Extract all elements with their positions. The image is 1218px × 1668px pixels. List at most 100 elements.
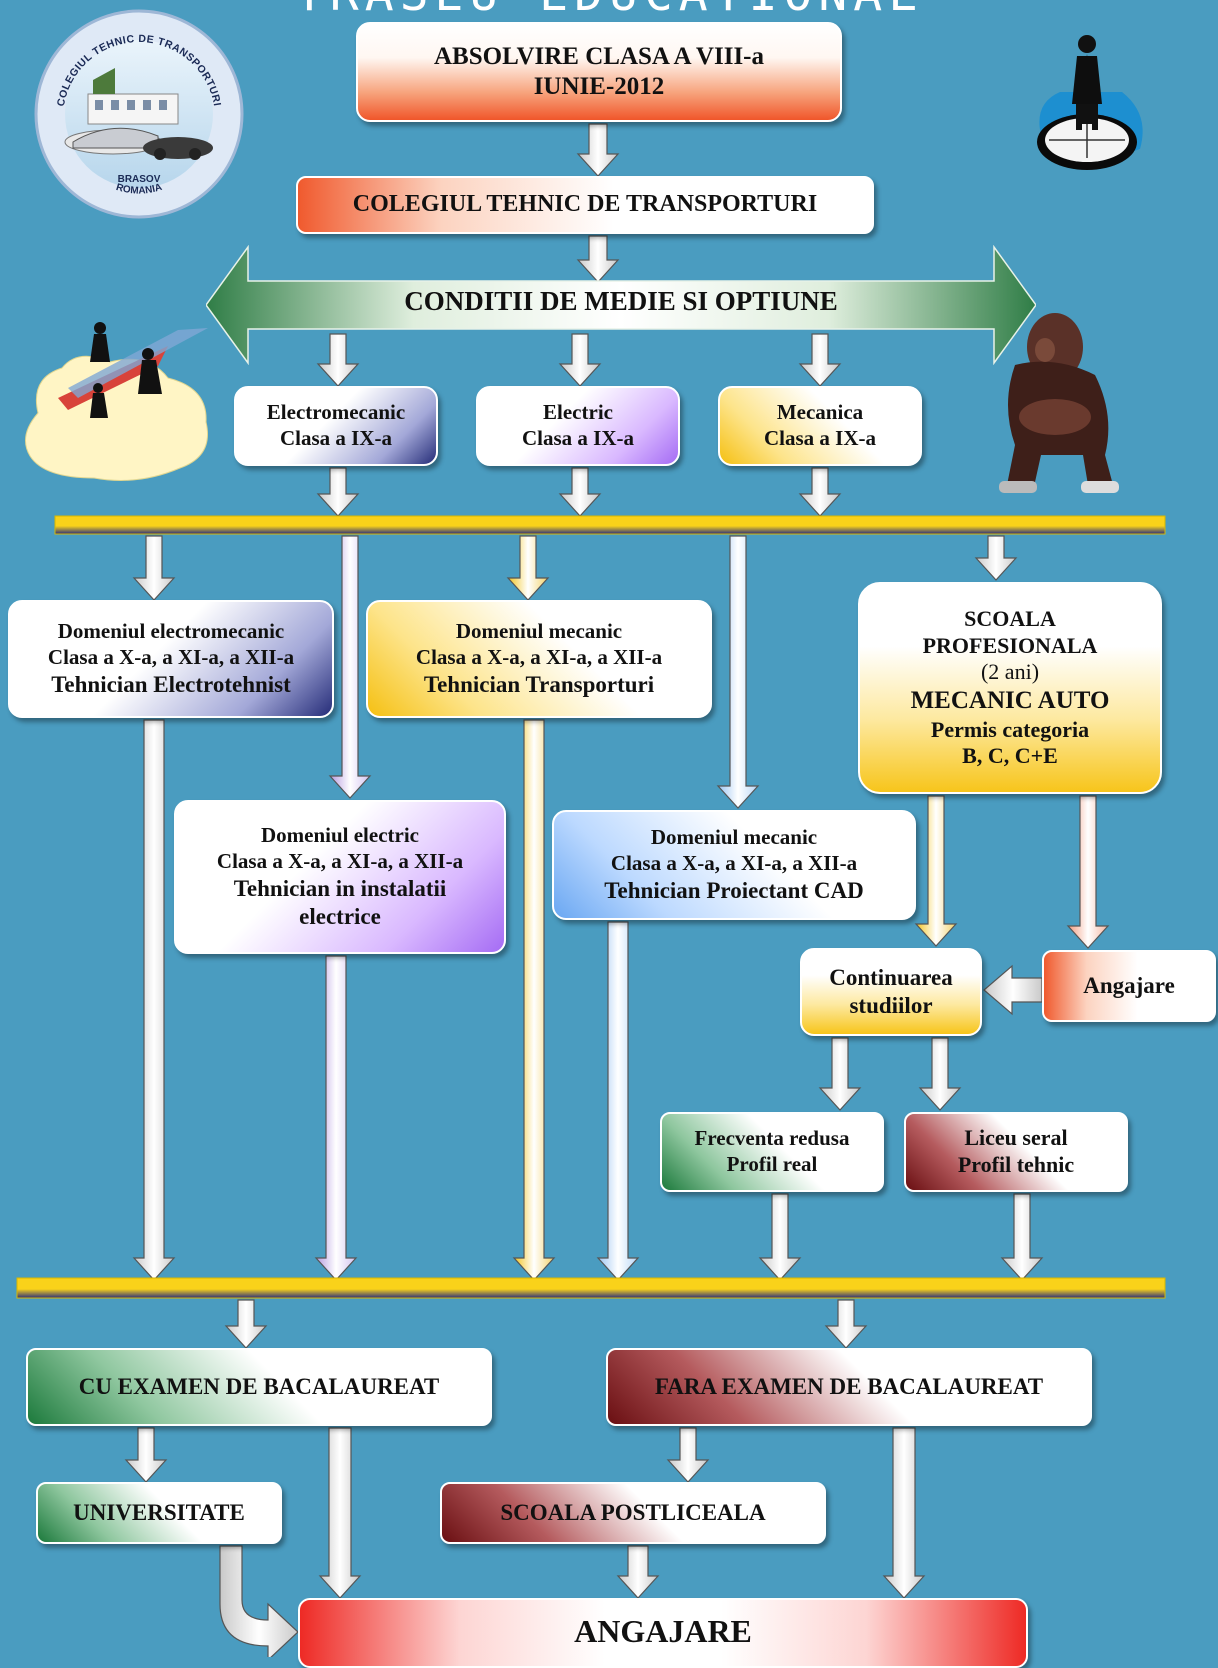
grade9-electromecanic-box: Electromecanic Clasa a IX-a [234,386,438,466]
grade9-electric-line2: Clasa a IX-a [521,426,634,450]
domain-mecanic-cad-line2: Clasa a X-a, a XI-a, a XII-a [610,850,858,875]
arrow-to-domain-mecanic-cad [716,535,760,809]
reduced-line2: Profil real [726,1152,818,1176]
arrow-continuation-to-reduced [818,1037,862,1111]
evening-line2: Profil tehnic [957,1152,1075,1177]
start-line1: ABSOLVIRE CLASA A VIII-a [434,42,764,70]
university-label: UNIVERSITATE [73,1499,245,1525]
start-line2: IUNIE-2012 [533,73,665,100]
arrow-bar-to-with-bac [224,1299,268,1349]
arrow-to-domain-mecanic-transport [506,535,550,601]
arrow-domain-transport-to-bar [512,719,556,1281]
compass-figure-image [1032,14,1152,174]
svg-text:ROMANIA: ROMANIA [115,182,164,197]
grade9-mecanica-box: Mecanica Clasa a IX-a [718,386,922,466]
arrow-mecanica-grade9-down [798,467,842,517]
reduced-attendance-box: Frecventa redusa Profil real [660,1112,884,1192]
grade9-mecanica-line1: Mecanica [776,400,864,425]
vocational-line4: MECANIC AUTO [910,687,1110,715]
side-hiring-label: Angajare [1083,972,1175,998]
with-bac-box: CU EXAMEN DE BACALAUREAT [26,1348,492,1426]
vocational-line5: Permis categoria [930,716,1090,742]
without-bac-label: FARA EXAMEN DE BACALAUREAT [654,1373,1044,1399]
grade9-electromecanic-line1: Electromecanic [266,400,406,425]
postsecondary-box: SCOALA POSTLICEALA [440,1482,826,1544]
domain-mecanic-cad-box: Domeniul mecanic Clasa a X-a, a XI-a, a … [552,810,916,920]
college-label: COLEGIUL TEHNIC DE TRANSPORTURI [352,191,818,218]
continuation-box: Continuarea studiilor [800,948,982,1036]
domain-mecanic-transport-box: Domeniul mecanic Clasa a X-a, a XI-a, a … [366,600,712,718]
postsecondary-label: SCOALA POSTLICEALA [500,1499,766,1525]
arrow-electric-grade9-down [558,467,602,517]
evening-school-box: Liceu seral Profil tehnic [904,1112,1128,1192]
vocational-line1: SCOALA [964,605,1056,631]
domain-mecanic-cad-line1: Domeniul mecanic [650,825,818,850]
without-bac-box: FARA EXAMEN DE BACALAUREAT [606,1348,1092,1426]
distribution-bar-top [54,515,1166,535]
domain-electric-box: Domeniul electric Clasa a X-a, a XI-a, a… [174,800,506,954]
domain-electric-line2: Clasa a X-a, a XI-a, a XII-a [216,848,464,873]
arrow-to-vocational [974,535,1018,581]
continuation-line1: Continuarea [829,964,953,990]
arrow-to-electromecanic-grade9 [316,333,360,387]
arrow-vocational-to-continuation [914,795,958,947]
conditions-label: CONDITII DE MEDIE SI OPTIUNE [404,286,838,316]
grade9-mecanica-line2: Clasa a IX-a [763,426,876,450]
domain-mecanic-transport-line1: Domeniul mecanic [455,619,623,644]
logo-emblem-icon: COLEGIUL TEHNIC DE TRANSPORTURI BRASOV R… [34,9,244,219]
domain-mecanic-transport-line3: Tehnician Transporturi [423,671,655,697]
compass-icon [1037,35,1143,170]
domain-electromecanic-line2: Clasa a X-a, a XI-a, a XII-a [47,644,295,669]
grade9-electric-line1: Electric [543,400,613,425]
arrow-domain-cad-to-bar [596,921,640,1281]
grade9-electric-box: Electric Clasa a IX-a [476,386,680,466]
arrow-university-to-final [219,1545,299,1657]
arrow-with-bac-to-final [318,1427,362,1599]
arrow-evening-to-bar [1000,1193,1044,1281]
arrow-without-bac-to-final [882,1427,926,1599]
thinker-statue-image [985,305,1135,505]
domain-electric-line3: Tehnician in instalatii [233,875,447,901]
logo-country: ROMANIA [115,182,164,197]
side-hiring-box: Angajare [1042,950,1216,1022]
arrow-to-electric-grade9 [558,333,602,387]
evening-line1: Liceu seral [964,1125,1068,1151]
arrow-domain-electric-to-bar [314,955,358,1281]
arrow-domain-electromecanic-to-bar [132,719,176,1281]
domain-electromecanic-line1: Domeniul electromecanic [57,619,285,644]
arrow-hiring-to-continuation [983,964,1043,1016]
domain-electromecanic-line3: Tehnician Electrotehnist [51,671,291,697]
arrow-with-bac-to-university [124,1427,168,1483]
with-bac-label: CU EXAMEN DE BACALAUREAT [78,1373,440,1399]
thinker-icon [999,313,1119,493]
climbers-icon [25,322,208,481]
teamwork-illustration [18,318,228,493]
arrow-continuation-to-evening [918,1037,962,1111]
arrow-vocational-to-hiring [1066,795,1110,949]
grade9-electromecanic-line2: Clasa a IX-a [279,426,392,450]
domain-electric-line4: electrice [299,903,381,929]
start-box: ABSOLVIRE CLASA A VIII-a IUNIE-2012 [356,22,842,122]
continuation-line2: studiilor [849,993,933,1018]
arrow-electromecanic-grade9-down [316,467,360,517]
arrow-to-domain-electromecanic [132,535,176,601]
vocational-line6: B, C, C+E [962,743,1058,769]
domain-mecanic-cad-line3: Tehnician Proiectant CAD [604,877,864,903]
vocational-school-box: SCOALA PROFESIONALA (2 ani) MECANIC AUTO… [858,582,1162,794]
arrow-college-to-conditions [576,235,620,283]
arrow-to-mecanica-grade9 [798,333,842,387]
university-box: UNIVERSITATE [36,1482,282,1544]
arrow-reduced-to-bar [758,1193,802,1281]
arrow-bar-to-without-bac [824,1299,868,1349]
distribution-bar-bottom [16,1277,1166,1299]
domain-mecanic-transport-line2: Clasa a X-a, a XI-a, a XII-a [415,644,663,669]
final-employment-label: ANGAJARE [574,1613,752,1649]
domain-electric-line1: Domeniul electric [260,823,420,848]
vocational-line2: PROFESIONALA [922,632,1098,658]
arrow-postsecondary-to-final [616,1545,660,1599]
page-title: TRASEU EDUCATIONAL [0,0,1218,22]
arrow-to-domain-electric [328,535,372,799]
final-employment-box: ANGAJARE [298,1598,1028,1668]
